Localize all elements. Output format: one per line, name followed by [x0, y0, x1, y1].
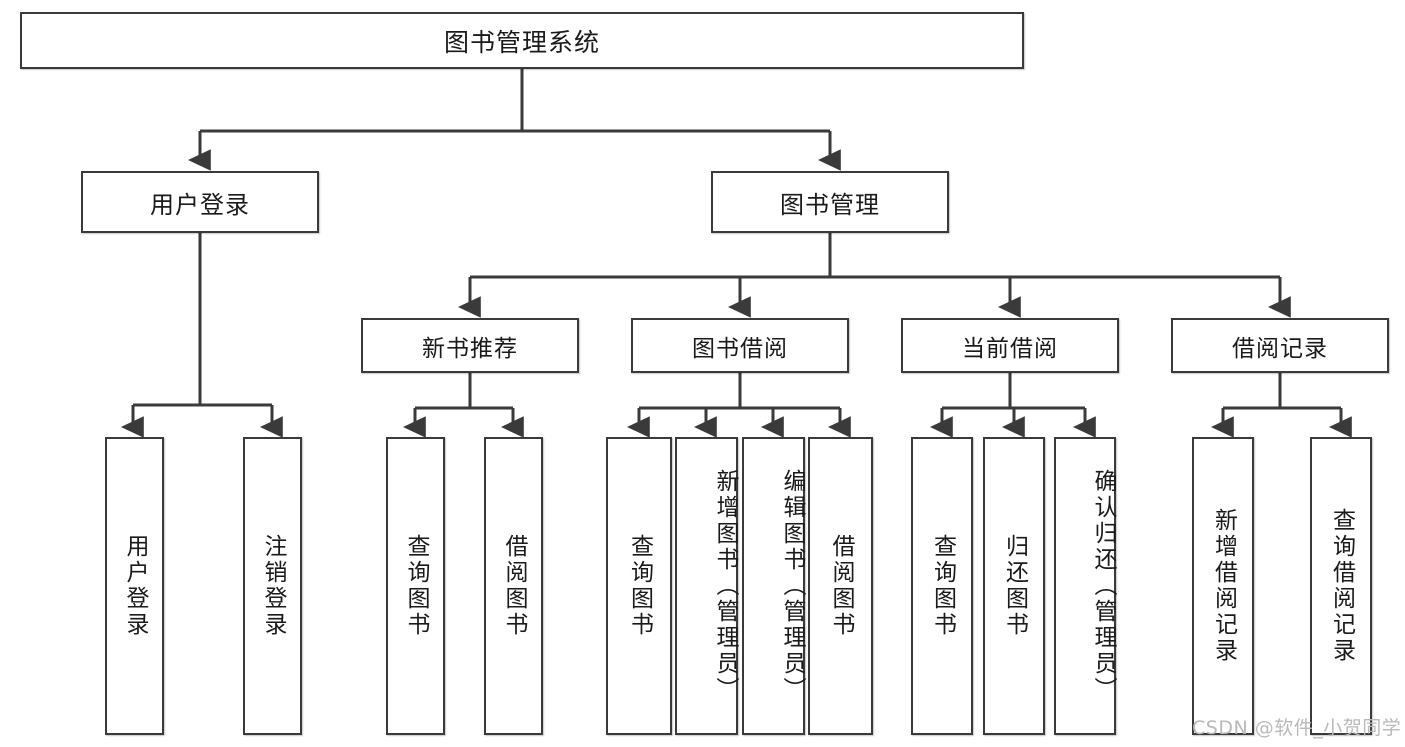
node-leaf-add-book-admin[interactable]: 新增图书（管理员） [675, 437, 738, 735]
node-leaf-return-book[interactable]: 归还图书 [983, 437, 1045, 735]
node-leaf-query-book-recommend[interactable]: 查询图书 [386, 437, 445, 735]
csdn-watermark: CSDN @软件_小贺同学 [1192, 717, 1402, 739]
node-label: 新增借阅记录 [1210, 508, 1237, 664]
node-leaf-borrow-book-recommend[interactable]: 借阅图书 [484, 437, 543, 735]
node-label: 确认归还（管理员） [1090, 469, 1116, 703]
node-label: 查询图书 [626, 534, 653, 638]
node-book-management[interactable]: 图书管理 [711, 171, 949, 233]
node-label: 编辑图书（管理员） [779, 469, 805, 703]
node-label: 查询图书 [403, 534, 429, 638]
node-leaf-confirm-return-admin[interactable]: 确认归还（管理员） [1054, 437, 1116, 735]
node-book-management-system[interactable]: 图书管理系统 [20, 12, 1024, 69]
node-label: 图书借阅 [692, 335, 788, 362]
node-current-borrow[interactable]: 当前借阅 [901, 318, 1119, 373]
node-borrow-record[interactable]: 借阅记录 [1171, 318, 1389, 373]
node-label: 图书管理系统 [443, 27, 600, 57]
node-leaf-query-book[interactable]: 查询图书 [606, 437, 672, 735]
node-leaf-query-book-current[interactable]: 查询图书 [911, 437, 973, 735]
node-new-book-recommend[interactable]: 新书推荐 [361, 318, 579, 373]
node-label: 用户登录 [150, 190, 250, 219]
node-label: 借阅图书 [828, 534, 854, 638]
node-leaf-edit-book-admin[interactable]: 编辑图书（管理员） [742, 437, 805, 735]
node-label: 查询借阅记录 [1328, 508, 1355, 664]
node-label: 用户登录 [122, 534, 148, 638]
node-leaf-query-borrow-record[interactable]: 查询借阅记录 [1310, 437, 1372, 735]
node-leaf-user-login[interactable]: 用户登录 [105, 437, 164, 735]
node-label: 新增图书（管理员） [712, 469, 738, 703]
node-book-borrow[interactable]: 图书借阅 [631, 318, 849, 373]
node-user-login[interactable]: 用户登录 [81, 171, 319, 233]
node-label: 借阅图书 [501, 534, 527, 638]
node-label: 当前借阅 [962, 335, 1058, 362]
node-label: 图书管理 [780, 190, 880, 219]
node-label: 查询图书 [929, 534, 956, 638]
node-label: 注销登录 [260, 534, 286, 638]
node-leaf-logout[interactable]: 注销登录 [243, 437, 302, 735]
node-label: 新书推荐 [422, 335, 518, 362]
node-leaf-borrow-book[interactable]: 借阅图书 [808, 437, 873, 735]
node-leaf-add-borrow-record[interactable]: 新增借阅记录 [1192, 437, 1254, 735]
node-label: 借阅记录 [1232, 335, 1328, 362]
node-label: 归还图书 [1001, 534, 1028, 638]
